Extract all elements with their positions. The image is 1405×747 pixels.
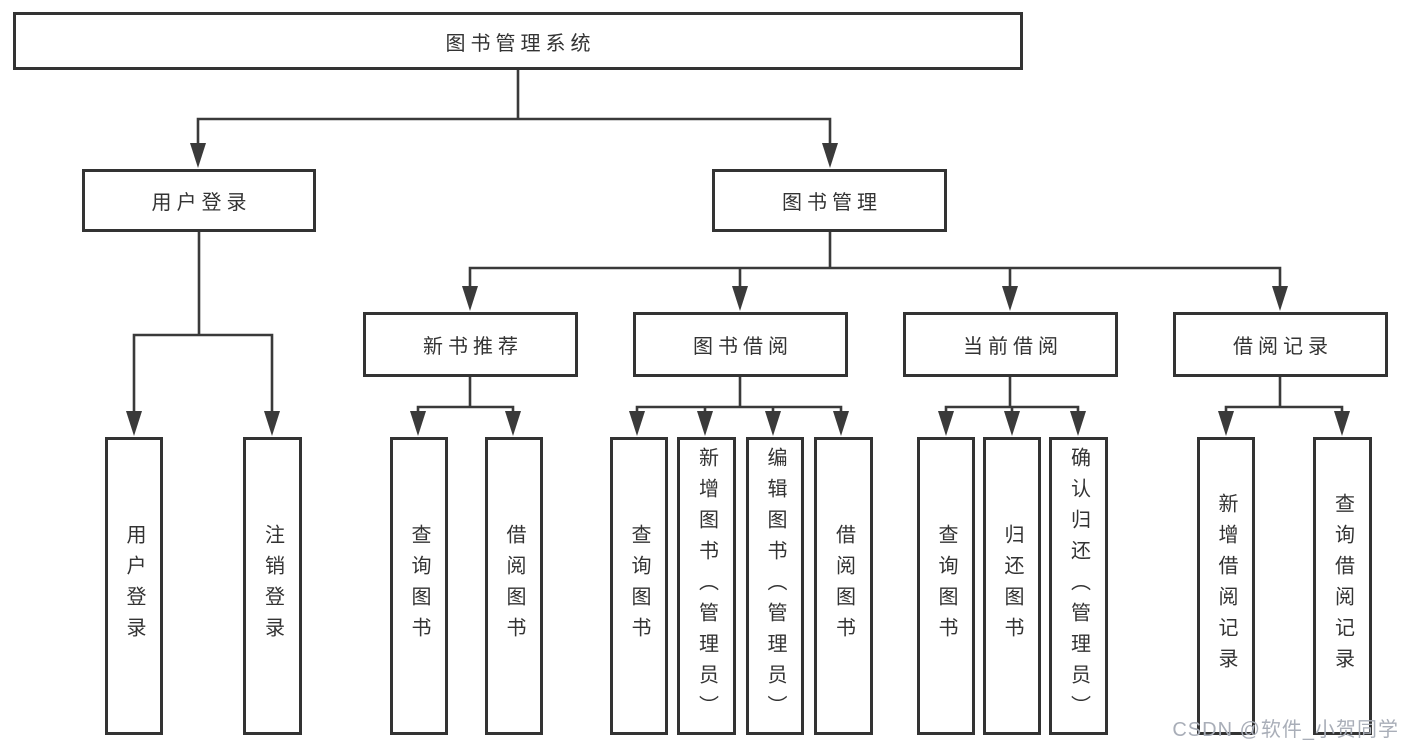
arrow-down-icon bbox=[1272, 286, 1288, 311]
arrow-down-icon bbox=[697, 411, 713, 436]
connector-userlogin-branch bbox=[132, 230, 274, 417]
leaf-label: 新增图书（管理员） bbox=[695, 446, 718, 726]
leaf-borrow-books-2: 借阅图书 bbox=[814, 437, 873, 735]
leaf-add-borrow-record: 新增借阅记录 bbox=[1197, 437, 1255, 735]
leaf-query-books-2: 查询图书 bbox=[610, 437, 668, 735]
connector-records-branch bbox=[1224, 375, 1344, 417]
arrow-down-icon bbox=[462, 286, 478, 311]
node-user-login: 用户登录 bbox=[82, 169, 316, 232]
leaf-label: 查询图书 bbox=[408, 524, 430, 648]
arrow-down-icon bbox=[1002, 286, 1018, 311]
node-root: 图书管理系统 bbox=[13, 12, 1023, 70]
leaf-query-books-3: 查询图书 bbox=[917, 437, 975, 735]
arrow-down-icon bbox=[126, 411, 142, 436]
node-new-book-recommend: 新书推荐 bbox=[363, 312, 578, 377]
connector-currentborrow-branch bbox=[944, 375, 1080, 417]
leaf-label: 确认归还（管理员） bbox=[1067, 446, 1090, 726]
node-label: 图书管理 bbox=[782, 192, 882, 214]
arrow-down-icon bbox=[190, 143, 206, 168]
connector-root-branch bbox=[196, 68, 832, 149]
arrow-down-icon bbox=[822, 143, 838, 168]
node-label: 借阅记录 bbox=[1233, 336, 1333, 358]
leaf-edit-books-admin: 编辑图书（管理员） bbox=[746, 437, 804, 735]
arrow-down-icon bbox=[765, 411, 781, 436]
leaf-label: 用户登录 bbox=[123, 524, 145, 648]
arrow-down-icon bbox=[1218, 411, 1234, 436]
leaf-label: 查询借阅记录 bbox=[1331, 493, 1354, 679]
node-current-borrowing: 当前借阅 bbox=[903, 312, 1118, 377]
arrow-down-icon bbox=[938, 411, 954, 436]
arrow-down-icon bbox=[264, 411, 280, 436]
arrow-down-icon bbox=[1334, 411, 1350, 436]
connector-bookborrow-branch bbox=[635, 375, 843, 417]
leaf-label: 借阅图书 bbox=[503, 524, 525, 648]
node-label: 图书借阅 bbox=[693, 336, 793, 358]
leaf-query-borrow-record: 查询借阅记录 bbox=[1313, 437, 1372, 735]
arrow-down-icon bbox=[1004, 411, 1020, 436]
leaf-label: 注销登录 bbox=[261, 524, 284, 648]
leaf-add-books-admin: 新增图书（管理员） bbox=[677, 437, 736, 735]
node-book-borrowing: 图书借阅 bbox=[633, 312, 848, 377]
leaf-label: 编辑图书（管理员） bbox=[764, 446, 786, 726]
arrow-down-icon bbox=[505, 411, 521, 436]
leaf-confirm-return-admin: 确认归还（管理员） bbox=[1049, 437, 1108, 735]
connector-bookmgmt-branch bbox=[468, 230, 1282, 292]
arrow-down-icon bbox=[833, 411, 849, 436]
node-book-management: 图书管理 bbox=[712, 169, 947, 232]
leaf-label: 查询图书 bbox=[935, 524, 957, 648]
leaf-query-books-1: 查询图书 bbox=[390, 437, 448, 735]
arrow-down-icon bbox=[1070, 411, 1086, 436]
leaf-logout: 注销登录 bbox=[243, 437, 302, 735]
node-label: 新书推荐 bbox=[423, 336, 523, 358]
leaf-label: 新增借阅记录 bbox=[1215, 493, 1237, 679]
leaf-return-books: 归还图书 bbox=[983, 437, 1041, 735]
leaf-label: 借阅图书 bbox=[832, 524, 855, 648]
leaf-label: 查询图书 bbox=[628, 524, 650, 648]
arrow-down-icon bbox=[629, 411, 645, 436]
arrow-down-icon bbox=[732, 286, 748, 311]
arrow-down-icon bbox=[410, 411, 426, 436]
node-root-label: 图书管理系统 bbox=[445, 32, 596, 55]
leaf-label: 归还图书 bbox=[1001, 524, 1023, 648]
node-borrowing-records: 借阅记录 bbox=[1173, 312, 1388, 377]
node-label: 当前借阅 bbox=[963, 336, 1063, 358]
node-label: 用户登录 bbox=[151, 192, 252, 214]
leaf-user-login: 用户登录 bbox=[105, 437, 163, 735]
leaf-borrow-books-1: 借阅图书 bbox=[485, 437, 543, 735]
connector-newbooks-branch bbox=[416, 375, 515, 417]
